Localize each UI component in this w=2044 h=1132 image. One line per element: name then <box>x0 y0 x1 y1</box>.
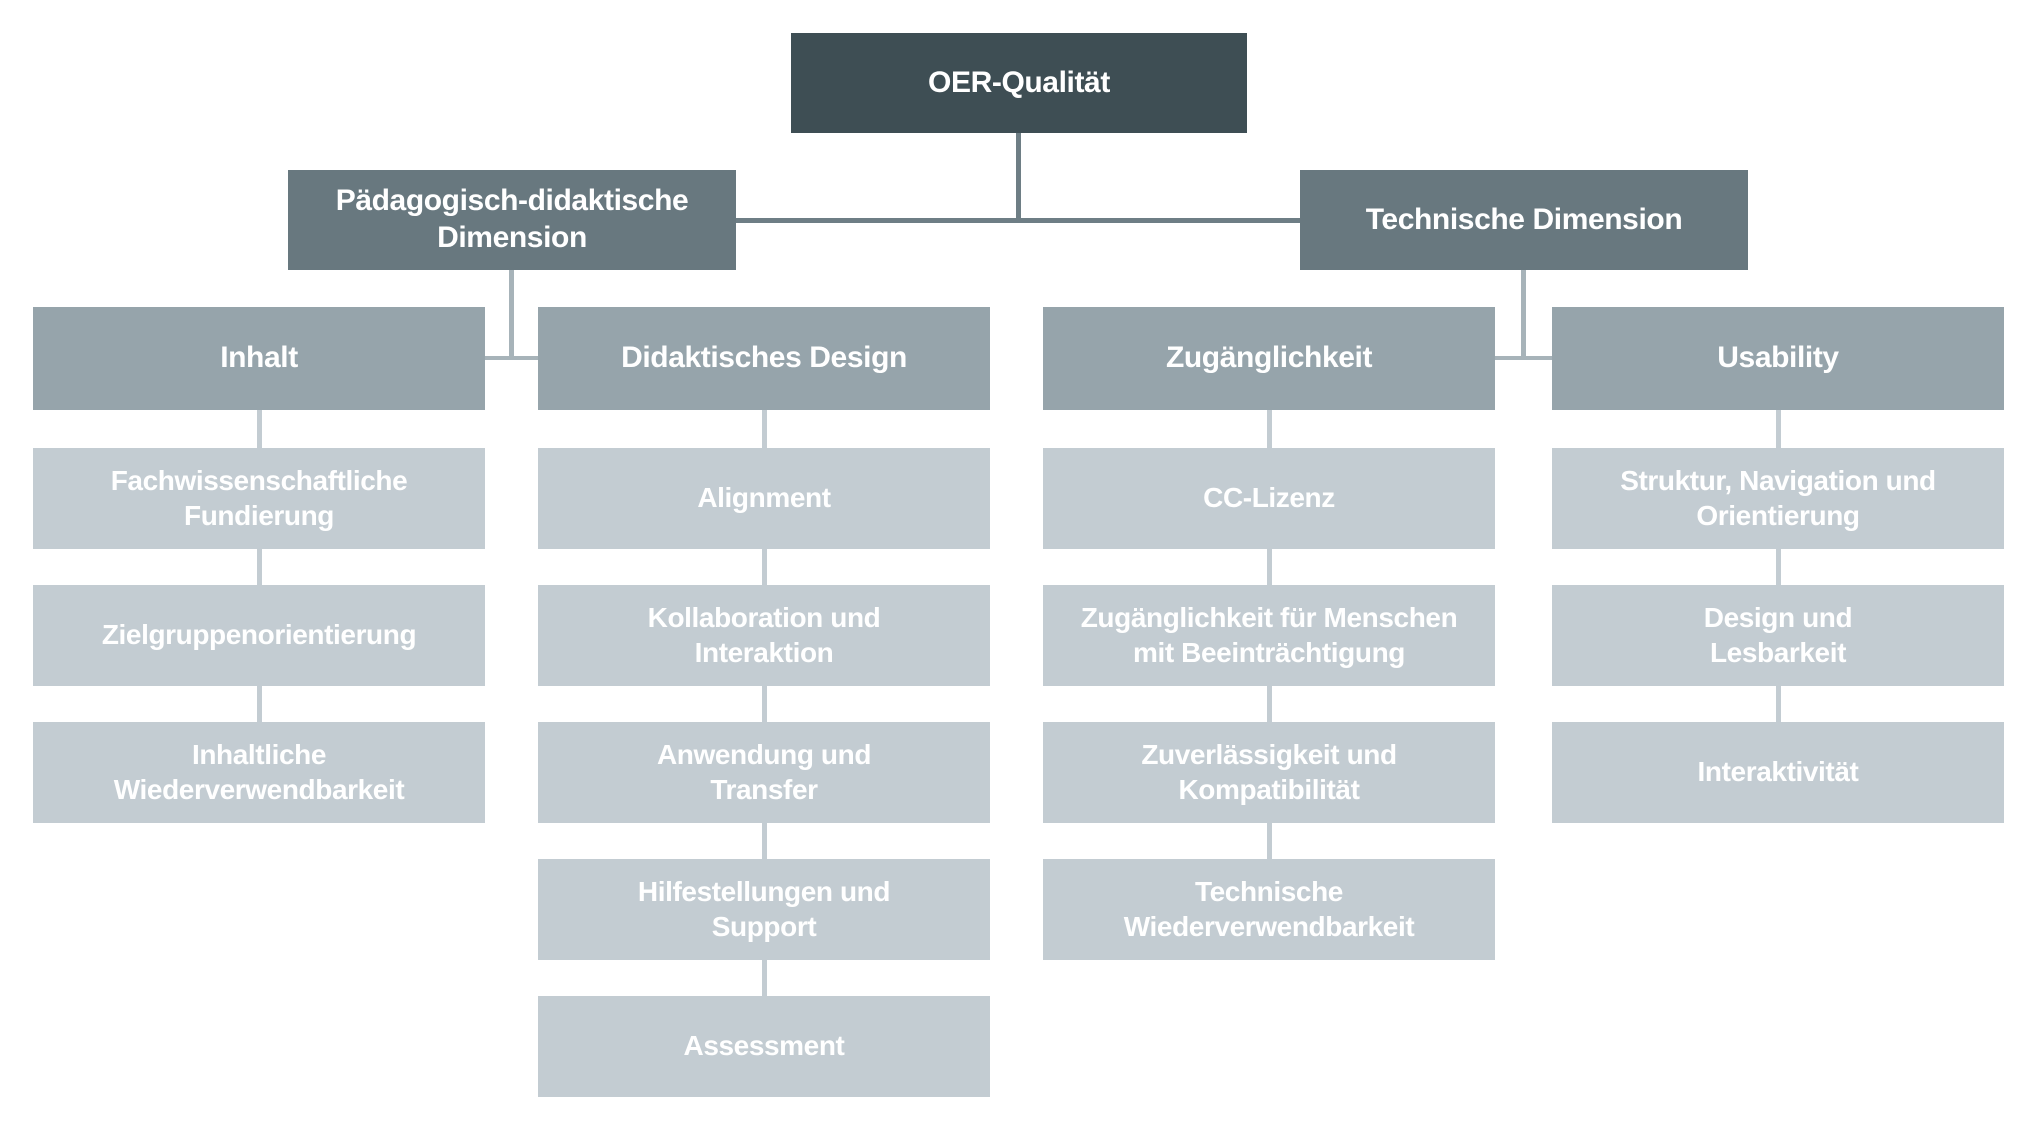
item-box-cc-lizenz: CC-Lizenz <box>1043 448 1495 549</box>
connector-item <box>762 410 767 448</box>
item-box-interaktivitaet: Interaktivität <box>1552 722 2004 823</box>
connector-item <box>257 686 262 722</box>
category-header-inhalt: Inhalt <box>33 307 485 410</box>
connector-paedagogisch-horizontal <box>485 356 538 360</box>
item-box-technische-wiederverwendbarkeit: Technische Wiederverwendbarkeit <box>1043 859 1495 960</box>
item-box-fachwissenschaftliche-fundierung: Fachwissenschaftliche Fundierung <box>33 448 485 549</box>
connector-item <box>1267 549 1272 585</box>
item-box-inhaltliche-wiederverwendbarkeit: Inhaltliche Wiederverwendbarkeit <box>33 722 485 823</box>
connector-item <box>762 823 767 859</box>
item-box-zielgruppenorientierung: Zielgruppenorientierung <box>33 585 485 686</box>
connector-root-vertical <box>1016 133 1021 223</box>
dimension-box-technisch: Technische Dimension <box>1300 170 1748 270</box>
connector-item <box>1776 686 1781 722</box>
connector-item <box>762 960 767 996</box>
category-header-usability: Usability <box>1552 307 2004 410</box>
connector-item <box>257 410 262 448</box>
item-box-design-lesbarkeit: Design und Lesbarkeit <box>1552 585 2004 686</box>
connector-item <box>257 549 262 585</box>
connector-technisch-vertical <box>1521 270 1526 360</box>
item-box-zuverlaessigkeit-kompatibilitaet: Zuverlässigkeit und Kompatibilität <box>1043 722 1495 823</box>
item-box-alignment: Alignment <box>538 448 990 549</box>
connector-item <box>1776 410 1781 448</box>
item-box-anwendung-transfer: Anwendung und Transfer <box>538 722 990 823</box>
connector-item <box>762 686 767 722</box>
connector-root-horizontal <box>736 218 1305 223</box>
dimension-box-paedagogisch-didaktisch: Pädagogisch-didaktische Dimension <box>288 170 736 270</box>
root-box-oer-qualitaet: OER-Qualität <box>791 33 1247 133</box>
connector-item <box>1776 549 1781 585</box>
connector-item <box>1267 823 1272 859</box>
connector-paedagogisch-vertical <box>509 270 514 360</box>
item-box-assessment: Assessment <box>538 996 990 1097</box>
item-box-struktur-navigation-orientierung: Struktur, Navigation und Orientierung <box>1552 448 2004 549</box>
item-box-zugaenglichkeit-menschen-beeintraechtigung: Zugänglichkeit für Menschen mit Beeinträ… <box>1043 585 1495 686</box>
connector-item <box>1267 410 1272 448</box>
item-box-kollaboration-interaktion: Kollaboration und Interaktion <box>538 585 990 686</box>
connector-item <box>1267 686 1272 722</box>
connector-technisch-horizontal <box>1495 356 1552 360</box>
category-header-zugaenglichkeit: Zugänglichkeit <box>1043 307 1495 410</box>
item-box-hilfestellungen-support: Hilfestellungen und Support <box>538 859 990 960</box>
connector-item <box>762 549 767 585</box>
category-header-didaktisches-design: Didaktisches Design <box>538 307 990 410</box>
